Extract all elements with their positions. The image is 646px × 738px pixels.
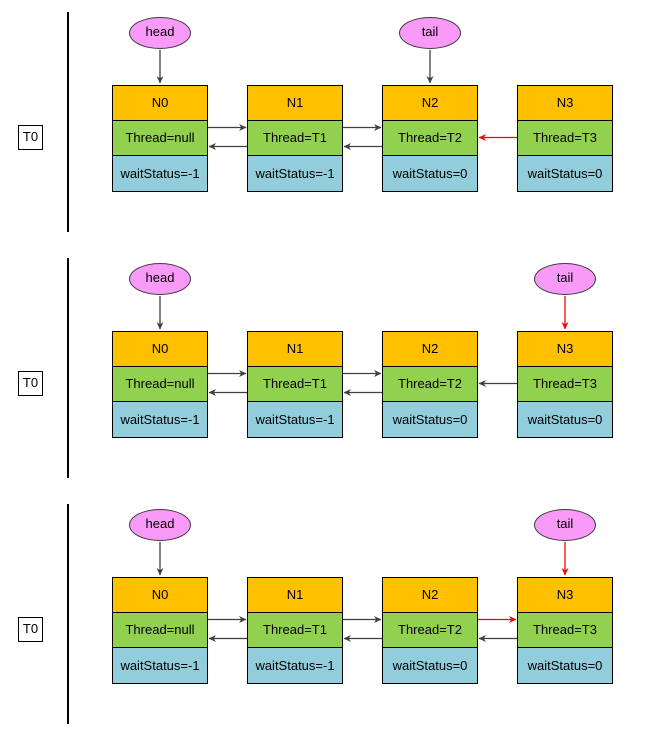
node-box-n1: N1 Thread=T1 waitStatus=-1 xyxy=(247,331,343,438)
node-waitstatus-cell: waitStatus=-1 xyxy=(248,647,342,683)
thread-lane-label: T0 xyxy=(18,617,43,642)
node-title-cell: N0 xyxy=(113,86,207,120)
node-waitstatus-cell: waitStatus=0 xyxy=(383,155,477,191)
thread-lane-label: T0 xyxy=(18,125,43,150)
diagram-row-2: T0 head tail N0 Thread=null waitStatus=-… xyxy=(0,246,646,492)
node-waitstatus-cell: waitStatus=-1 xyxy=(113,647,207,683)
node-box-n2: N2 Thread=T2 waitStatus=0 xyxy=(382,331,478,438)
node-title-cell: N1 xyxy=(248,86,342,120)
node-thread-cell: Thread=T2 xyxy=(383,612,477,647)
node-thread-cell: Thread=T2 xyxy=(383,120,477,155)
node-box-n3: N3 Thread=T3 waitStatus=0 xyxy=(517,577,613,684)
node-title-cell: N1 xyxy=(248,578,342,612)
diagram-row-1: T0 head tail N0 Thread=null waitStatus=-… xyxy=(0,0,646,246)
node-waitstatus-cell: waitStatus=0 xyxy=(383,647,477,683)
tail-pointer-ellipse: tail xyxy=(534,263,596,295)
node-waitstatus-cell: waitStatus=0 xyxy=(518,647,612,683)
node-thread-cell: Thread=T1 xyxy=(248,612,342,647)
node-title-cell: N2 xyxy=(383,332,477,366)
head-pointer-ellipse: head xyxy=(129,509,191,541)
node-thread-cell: Thread=null xyxy=(113,120,207,155)
diagram-row-3: T0 head tail N0 Thread=null waitStatus=-… xyxy=(0,492,646,738)
head-pointer-ellipse: head xyxy=(129,263,191,295)
node-title-cell: N3 xyxy=(518,86,612,120)
node-title-cell: N3 xyxy=(518,332,612,366)
node-thread-cell: Thread=null xyxy=(113,612,207,647)
node-waitstatus-cell: waitStatus=-1 xyxy=(248,401,342,437)
node-thread-cell: Thread=T3 xyxy=(518,612,612,647)
node-title-cell: N1 xyxy=(248,332,342,366)
head-pointer-ellipse: head xyxy=(129,17,191,49)
node-thread-cell: Thread=null xyxy=(113,366,207,401)
node-thread-cell: Thread=T1 xyxy=(248,366,342,401)
node-title-cell: N0 xyxy=(113,332,207,366)
node-box-n3: N3 Thread=T3 waitStatus=0 xyxy=(517,331,613,438)
thread-lane-label: T0 xyxy=(18,371,43,396)
node-waitstatus-cell: waitStatus=-1 xyxy=(248,155,342,191)
node-box-n3: N3 Thread=T3 waitStatus=0 xyxy=(517,85,613,192)
node-box-n0: N0 Thread=null waitStatus=-1 xyxy=(112,577,208,684)
node-thread-cell: Thread=T3 xyxy=(518,120,612,155)
node-box-n0: N0 Thread=null waitStatus=-1 xyxy=(112,331,208,438)
tail-pointer-ellipse: tail xyxy=(534,509,596,541)
node-waitstatus-cell: waitStatus=-1 xyxy=(113,401,207,437)
node-thread-cell: Thread=T3 xyxy=(518,366,612,401)
node-box-n2: N2 Thread=T2 waitStatus=0 xyxy=(382,577,478,684)
node-title-cell: N2 xyxy=(383,86,477,120)
node-waitstatus-cell: waitStatus=0 xyxy=(518,401,612,437)
node-title-cell: N2 xyxy=(383,578,477,612)
node-thread-cell: Thread=T1 xyxy=(248,120,342,155)
node-title-cell: N3 xyxy=(518,578,612,612)
node-box-n1: N1 Thread=T1 waitStatus=-1 xyxy=(247,85,343,192)
tail-pointer-ellipse: tail xyxy=(399,17,461,49)
node-box-n1: N1 Thread=T1 waitStatus=-1 xyxy=(247,577,343,684)
node-waitstatus-cell: waitStatus=0 xyxy=(518,155,612,191)
node-box-n2: N2 Thread=T2 waitStatus=0 xyxy=(382,85,478,192)
node-thread-cell: Thread=T2 xyxy=(383,366,477,401)
node-waitstatus-cell: waitStatus=0 xyxy=(383,401,477,437)
node-title-cell: N0 xyxy=(113,578,207,612)
node-box-n0: N0 Thread=null waitStatus=-1 xyxy=(112,85,208,192)
node-waitstatus-cell: waitStatus=-1 xyxy=(113,155,207,191)
